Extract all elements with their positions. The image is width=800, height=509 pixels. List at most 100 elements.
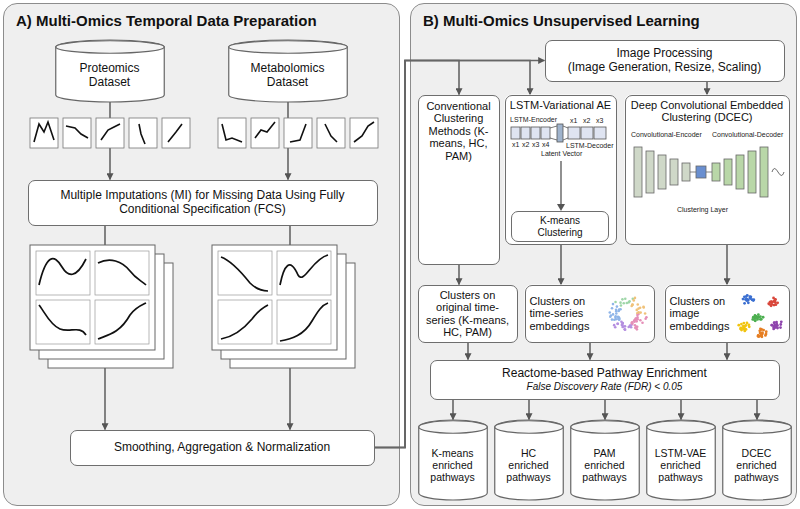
- flow-arrow: [528, 400, 530, 420]
- imputed-datasets-stack: [95, 251, 149, 295]
- imputed-datasets-stack: [39, 259, 146, 339]
- input-label: x3: [532, 141, 539, 148]
- node-text: Image Processing: [616, 47, 712, 61]
- node-text: Conventional Clustering Methods (K-means…: [423, 100, 495, 163]
- node-subtext: False Discovery Rate (FDR) < 0.05: [527, 381, 683, 393]
- scatter-dot: [752, 298, 755, 301]
- input-label: x1: [512, 141, 519, 148]
- node-text: HC enriched pathways: [500, 447, 558, 483]
- imputed-datasets-stack: [98, 303, 146, 339]
- scatter-dot: [743, 302, 746, 305]
- node-text: Proteomics Dataset: [61, 62, 159, 90]
- flow-arrow: [467, 343, 469, 359]
- flow-arrow: [458, 265, 460, 285]
- lstm-vae-sketch: [563, 126, 568, 128]
- dcec-sketch: [682, 163, 690, 181]
- imputed-datasets-stack: [212, 245, 355, 368]
- time-series-thumbnails: [350, 118, 378, 148]
- imputed-datasets-stack: [218, 251, 272, 295]
- scatter-dot: [743, 329, 746, 332]
- scatter-dot: [644, 312, 647, 315]
- scatter-dot: [779, 326, 782, 329]
- method-box: LSTM-Variational AEK-means Clustering: [505, 95, 617, 245]
- time-series-thumbnails: [354, 122, 374, 142]
- cylinder-cap: [722, 420, 791, 433]
- imputed-datasets-stack: [39, 259, 86, 285]
- cylinder-cap: [570, 420, 639, 433]
- scatter-dot: [752, 299, 755, 302]
- lstm-vae-sketch: [557, 204, 565, 211]
- scatter-dot: [743, 295, 746, 298]
- scatter-dot: [626, 302, 629, 305]
- scatter-dot: [769, 300, 772, 303]
- time-series-thumbnails: [63, 118, 91, 148]
- lstm-vae-sketch: [511, 127, 520, 139]
- scatter-dot: [747, 323, 750, 326]
- lstm-vae-sketch: [568, 127, 580, 139]
- lstm-vae-sketch: [594, 127, 606, 139]
- node-text: PAM enriched pathways: [576, 447, 634, 483]
- dcec-sketch: [658, 155, 666, 189]
- result-box: Clusters on image embeddings: [665, 285, 790, 343]
- node-subtext: (Image Generation, Resize, Scaling): [568, 61, 761, 75]
- time-series-thumbnails: [96, 118, 124, 148]
- scatter-dot: [749, 297, 752, 300]
- time-series-thumbnails: [129, 118, 157, 148]
- latent-label: Latent Vector: [541, 150, 582, 157]
- node-text: LSTM-Variational AE: [510, 99, 611, 112]
- flow-arrow: [680, 400, 682, 420]
- scatter-dot: [634, 297, 637, 300]
- scatter-dot: [641, 321, 644, 324]
- output-label: x2: [583, 117, 590, 124]
- layer-label: Clustering Layer: [677, 206, 728, 213]
- scatter-dot: [757, 335, 760, 338]
- dcec-sketch: [772, 169, 784, 176]
- box-ground: [525, 285, 655, 343]
- scatter-dot: [744, 325, 747, 328]
- node-text: Metabolomics Dataset: [234, 62, 342, 90]
- scatter-dot: [644, 317, 647, 320]
- scatter-dot: [769, 301, 772, 304]
- lstm-vae-sketch: [541, 127, 550, 139]
- dcec-sketch: [634, 147, 642, 197]
- cylinder-cap: [646, 420, 715, 433]
- cylinder-body: [494, 420, 563, 500]
- dcec-sketch: [634, 147, 784, 197]
- node-text: Smoothing, Aggregation & Normalization: [114, 441, 330, 455]
- node-text: A) Multi-Omics Temporal Data Preparation: [16, 12, 317, 29]
- scatter-dot: [631, 303, 634, 306]
- pathway-cylinder: HC enriched pathways: [494, 420, 564, 500]
- scatter-dot: [622, 302, 625, 305]
- scatter-dot: [639, 319, 642, 322]
- dataset-cylinder: Proteomics Dataset: [55, 40, 165, 102]
- scatter-dot: [759, 315, 762, 318]
- imputed-datasets-stack: [95, 300, 149, 344]
- scatter-dot: [773, 300, 776, 303]
- scatter-dot: [621, 298, 624, 301]
- scatter-dot: [636, 314, 639, 317]
- cylinder-cap: [55, 40, 164, 53]
- scatter-dot: [760, 318, 763, 321]
- scatter-dot: [740, 327, 743, 330]
- input-label: x2: [522, 141, 529, 148]
- encoder-label: LSTM-Encoder: [510, 116, 557, 123]
- imputed-datasets-stack: [221, 257, 268, 291]
- node-text: Clusters on original time-series (K-mean…: [424, 289, 512, 340]
- lstm-vae-sketch: [563, 138, 568, 140]
- time-series-thumbnails: [218, 118, 246, 148]
- scatter-dot: [615, 309, 618, 312]
- flow-arrow: [452, 400, 454, 420]
- image-embedding-scatter: [737, 294, 782, 338]
- scatter-dot: [627, 326, 630, 329]
- dcec-sketch: [736, 155, 744, 189]
- cylinder-cap: [494, 420, 563, 433]
- scatter-dot: [757, 334, 760, 337]
- scatter-dot: [621, 324, 624, 327]
- result-box: Clusters on time-series embeddings: [525, 285, 655, 343]
- dataset-cylinder: Metabolomics Dataset: [228, 40, 348, 102]
- imputed-datasets-stack: [221, 255, 328, 341]
- scatter-dot: [616, 305, 619, 308]
- encoder-label: Convolutional-Encoder: [631, 131, 702, 138]
- scatter-dot: [770, 300, 773, 303]
